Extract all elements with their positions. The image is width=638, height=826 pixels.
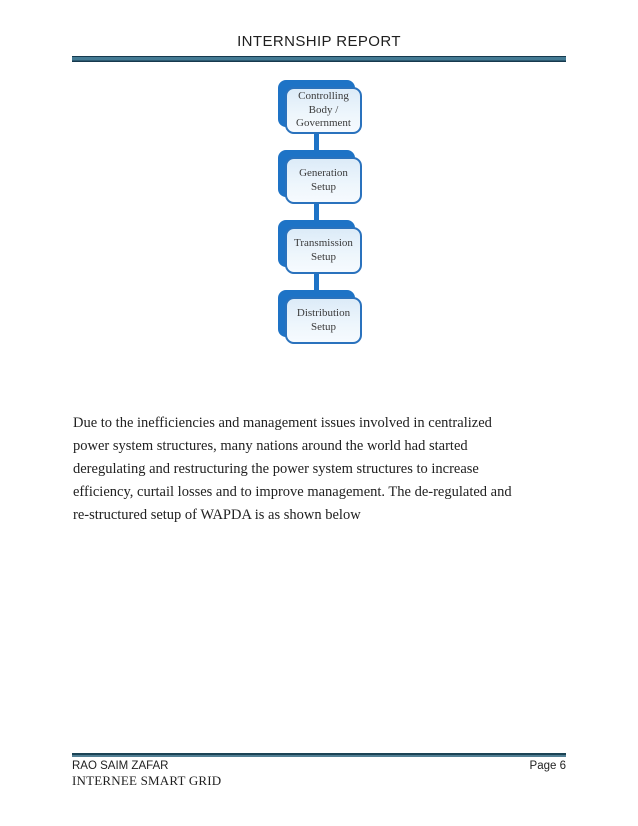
- paragraph-line: deregulating and restructuring the power…: [73, 461, 479, 477]
- node-label: Generation Setup: [285, 157, 362, 204]
- flowchart-node-controlling-body: Controlling Body / Government: [278, 80, 362, 134]
- flowchart-node-distribution-setup: Distribution Setup: [278, 290, 362, 344]
- flowchart-connector: [314, 204, 319, 220]
- page-title: INTERNSHIP REPORT: [237, 33, 401, 50]
- paragraph-line: re-structured setup of WAPDA is as shown…: [73, 507, 361, 523]
- footer-page-number: Page 6: [529, 760, 566, 772]
- paragraph-line: power system structures, many nations ar…: [73, 438, 468, 454]
- header-divider: [72, 56, 566, 62]
- footer-role: INTERNEE SMART GRID: [72, 773, 222, 788]
- body-paragraph: Due to the inefficiencies and management…: [73, 412, 573, 527]
- footer-divider: [72, 753, 566, 757]
- paragraph-line: efficiency, curtail losses and to improv…: [73, 484, 512, 500]
- paragraph-line: Due to the inefficiencies and management…: [73, 415, 492, 431]
- page-footer: RAO SAIM ZAFAR Page 6 INTERNEE SMART GRI…: [72, 753, 566, 789]
- footer-author: RAO SAIM ZAFAR: [72, 760, 169, 772]
- wapda-structure-flowchart: Controlling Body / Government Generation…: [278, 80, 362, 344]
- flowchart-node-transmission-setup: Transmission Setup: [278, 220, 362, 274]
- node-label: Controlling Body / Government: [285, 87, 362, 134]
- flowchart-node-generation-setup: Generation Setup: [278, 150, 362, 204]
- node-label: Transmission Setup: [285, 227, 362, 274]
- flowchart-connector: [314, 134, 319, 150]
- node-label: Distribution Setup: [285, 297, 362, 344]
- flowchart-connector: [314, 274, 319, 290]
